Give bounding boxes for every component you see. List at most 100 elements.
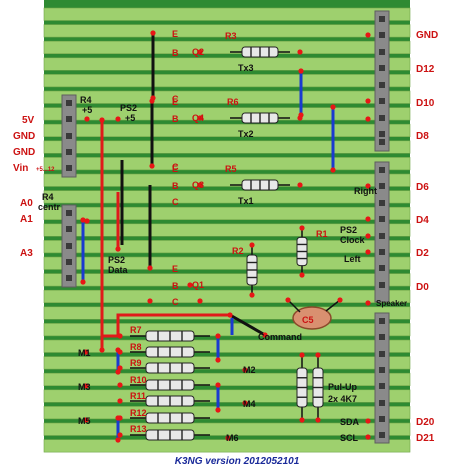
copper-strip — [43, 422, 411, 436]
copper-strip — [43, 107, 411, 121]
pin-label-a3: A3 — [20, 248, 33, 259]
solder-pad — [365, 300, 371, 306]
solder-pad — [299, 417, 305, 423]
label-speaker: Speaker — [376, 299, 407, 308]
header-pin — [66, 165, 72, 171]
solder-pad — [215, 333, 221, 339]
copper-strip — [43, 40, 411, 55]
solder-pad — [297, 182, 303, 188]
label-r5: R5 — [225, 164, 237, 174]
solder-pads — [80, 30, 371, 443]
label-r9: R9 — [130, 358, 142, 368]
label-r4-centr: centr — [38, 202, 61, 212]
pin-label-gnd: GND — [13, 147, 35, 158]
wire-black-command — [229, 313, 266, 337]
header-pins — [66, 16, 385, 438]
header-right-top — [374, 10, 390, 152]
solder-pad — [149, 98, 155, 104]
vertical-resistors — [246, 228, 324, 420]
solder-pad — [115, 415, 121, 421]
transistor-pin-e: E — [172, 164, 178, 174]
label-scl: SCL — [340, 433, 359, 443]
label-ps2-top: PS2 — [120, 103, 137, 113]
header-pin — [379, 334, 385, 340]
header-pin — [66, 259, 72, 265]
transistor-pin-b: B — [172, 48, 179, 58]
solder-pad — [115, 246, 121, 252]
label-ps2-data-2: Data — [108, 265, 129, 275]
copper-strip — [43, 7, 411, 21]
solder-pad — [147, 298, 153, 304]
label-r12: R12 — [130, 408, 147, 418]
solder-pad — [117, 432, 123, 438]
solder-pad — [99, 117, 105, 123]
copper-strip — [43, 157, 411, 171]
solder-pad — [242, 400, 248, 406]
pin-label-d8: D8 — [416, 131, 429, 142]
header-pin — [66, 116, 72, 122]
solder-pad — [117, 365, 123, 371]
copper-strip — [43, 140, 411, 154]
label-command: Command — [258, 332, 302, 342]
copper-strip — [43, 339, 411, 353]
pin-label-a1: A1 — [20, 214, 33, 225]
pin-label-d2: D2 — [416, 248, 429, 259]
solder-pad — [225, 435, 231, 441]
label-c5: C5 — [302, 315, 314, 325]
solder-pad — [197, 115, 203, 121]
header-pin — [379, 183, 385, 189]
copper-strip — [43, 90, 411, 104]
solder-pad — [365, 183, 371, 189]
header-pin — [66, 149, 72, 155]
copper-strips — [43, 7, 411, 453]
solder-pad — [365, 418, 371, 424]
solder-pad — [365, 116, 371, 122]
capacitor-c5-lead-left — [287, 299, 301, 313]
label-r13: R13 — [130, 424, 147, 434]
transistor-pin-b: B — [172, 114, 179, 124]
solder-pad — [365, 249, 371, 255]
capacitor-c5 — [292, 306, 332, 330]
solder-pad — [365, 233, 371, 239]
copper-strip — [43, 173, 411, 187]
solder-pad — [115, 116, 121, 122]
solder-pad — [117, 349, 123, 355]
solder-pad — [83, 417, 89, 423]
label-pullup-1: Pul-Up — [328, 382, 357, 392]
header-right-middle — [374, 161, 390, 303]
transistor-pin-e: E — [172, 264, 178, 274]
header-pin — [379, 139, 385, 145]
solder-pad — [299, 272, 305, 278]
header-pin — [379, 65, 385, 71]
label-tx2: Tx2 — [238, 129, 254, 139]
solder-pad — [99, 347, 105, 353]
solder-pad — [149, 163, 155, 169]
copper-strip — [43, 256, 411, 270]
labels: 5VGNDGNDVin+5...12A0A1A3GNDD12D10D8D6D4D… — [13, 29, 438, 467]
solder-pad — [337, 297, 343, 303]
solder-pad — [365, 98, 371, 104]
header-pin — [379, 249, 385, 255]
header-pin — [66, 210, 72, 216]
label-r1: R1 — [316, 229, 328, 239]
solder-pad — [365, 434, 371, 440]
solder-pad — [83, 383, 89, 389]
header-pin — [379, 265, 385, 271]
label-ps2-clock-2: Clock — [340, 235, 366, 245]
solder-pad — [197, 298, 203, 304]
header-pin — [379, 82, 385, 88]
solder-pad — [365, 216, 371, 222]
version-caption: K3NG version 2012052101 — [175, 456, 300, 467]
header-pin — [379, 216, 385, 222]
header-pin — [66, 226, 72, 232]
label-r10: R10 — [130, 375, 147, 385]
label-right: Right — [354, 186, 377, 196]
pin-label-gnd: GND — [13, 131, 35, 142]
label-sda: SDA — [340, 417, 360, 427]
solder-pad — [365, 32, 371, 38]
transistor-pin-c: C — [172, 94, 179, 104]
label-left: Left — [344, 254, 361, 264]
header-pin — [379, 16, 385, 22]
copper-strip — [43, 273, 411, 287]
